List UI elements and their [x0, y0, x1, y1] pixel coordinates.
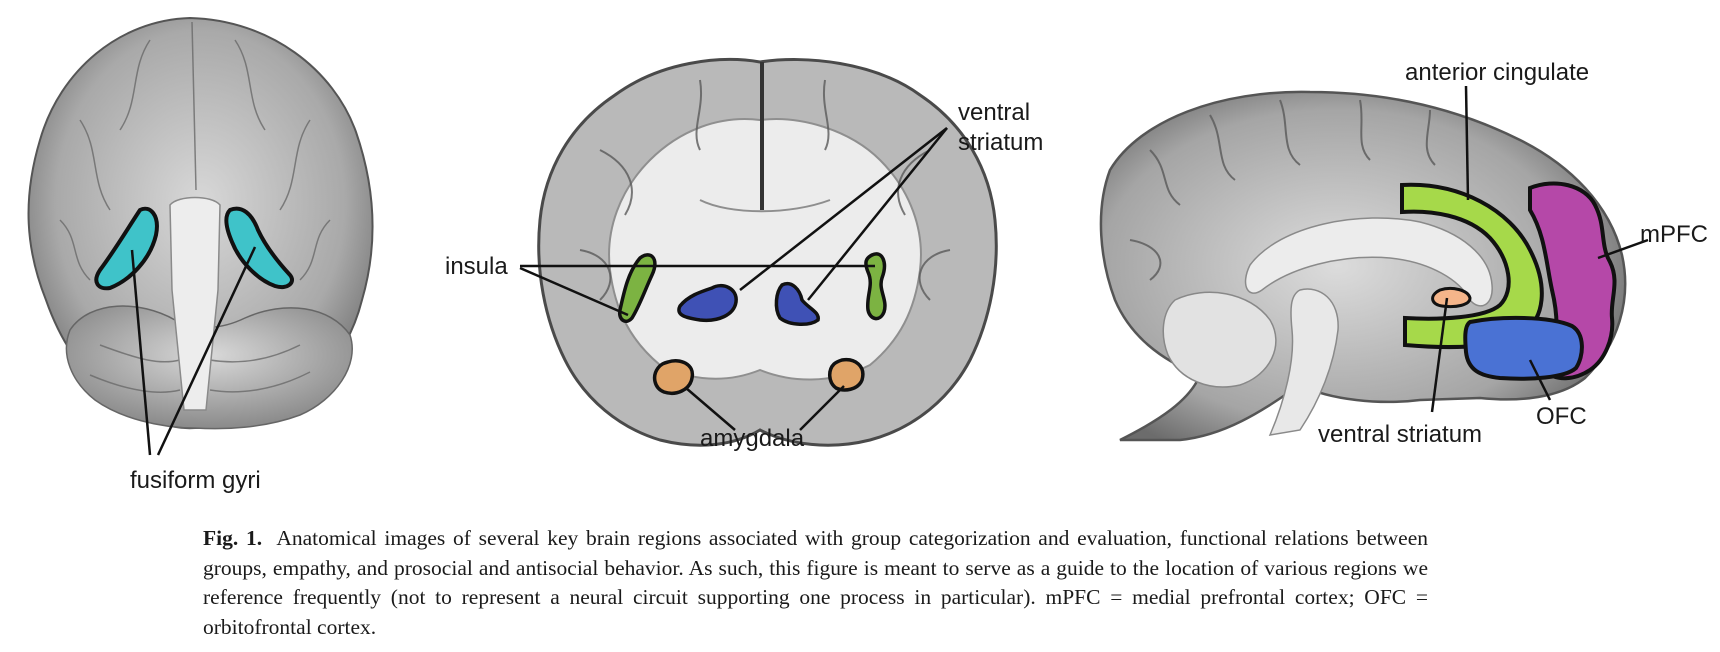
ventral-striatum-left-region	[677, 283, 738, 323]
brainstem-image	[169, 196, 221, 411]
fusiform-leader-lines	[130, 246, 257, 456]
ventral-striatum-label: ventral striatum	[1318, 421, 1482, 448]
ventral-label: ventral	[958, 99, 1030, 126]
mpfc-label: mPFC	[1640, 221, 1708, 248]
coronal-leader-lines	[519, 127, 948, 431]
ventral-striatum-right-region	[774, 282, 820, 326]
amygdala-label: amygdala	[700, 425, 805, 452]
insula-left-region	[617, 253, 657, 323]
brain-figure: fusiform gyri ventral stri	[27, 16, 1708, 494]
corpus-callosum-image	[1244, 217, 1493, 307]
sagittal-leader-lines	[1430, 85, 1649, 413]
mpfc-region	[1528, 181, 1617, 381]
sagittal-brain-panel: anterior cingulate mPFC ventral striatum…	[1099, 59, 1708, 448]
ofc-label: OFC	[1536, 403, 1587, 430]
anterior-cingulate-label: anterior cingulate	[1405, 59, 1589, 86]
ventral-brain-panel: fusiform gyri	[27, 16, 374, 494]
caption-text: Anatomical images of several key brain r…	[203, 526, 1428, 639]
striatum-label: striatum	[958, 129, 1043, 156]
coronal-brain-panel: ventral striatum insula amygdala	[445, 58, 1043, 452]
amygdala-left-region	[652, 359, 695, 395]
ofc-region	[1463, 315, 1584, 381]
anterior-cingulate-region	[1400, 182, 1544, 350]
figure-number: Fig. 1.	[203, 526, 263, 550]
figure-caption: Fig. 1. Anatomical images of several key…	[203, 524, 1428, 642]
cerebellum-sagittal-image	[1162, 291, 1277, 388]
fusiform-gyrus-left-region	[94, 206, 159, 291]
insula-label: insula	[445, 253, 508, 280]
fusiform-gyri-label: fusiform gyri	[130, 467, 261, 494]
insula-right-region	[864, 252, 887, 321]
coronal-white-matter	[608, 118, 922, 381]
fusiform-gyrus-right-region	[224, 206, 294, 289]
amygdala-right-region	[828, 357, 865, 392]
brainstem-sagittal-image	[1268, 288, 1339, 436]
ventral-striatum-sagittal-region	[1431, 286, 1472, 309]
